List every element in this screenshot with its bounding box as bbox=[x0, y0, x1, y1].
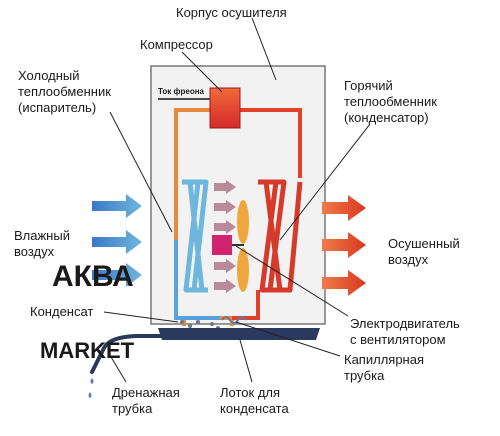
label-tray-1: Лоток для bbox=[220, 385, 280, 400]
fan-blade-top bbox=[237, 200, 249, 244]
label-hot-hx-1: Горячий bbox=[344, 78, 393, 93]
drain-drop-1 bbox=[90, 378, 94, 384]
label-cold-hx-2: теплообменник bbox=[18, 84, 111, 99]
condenser-coil bbox=[258, 179, 303, 293]
label-tray-2: конденсата bbox=[220, 401, 289, 416]
label-cold-hx-1: Холодный bbox=[18, 68, 80, 83]
leader-lines bbox=[103, 17, 371, 383]
humid-air-arrows bbox=[92, 194, 142, 287]
capillary-tube bbox=[221, 316, 247, 324]
label-dry-air-2: воздух bbox=[388, 252, 429, 267]
watermark-akva: АКВА bbox=[52, 260, 134, 293]
motor-block bbox=[212, 235, 232, 255]
label-humid-air-2: воздух bbox=[14, 244, 55, 259]
drain-tube bbox=[90, 334, 164, 374]
internal-airflow-arrows bbox=[214, 180, 236, 293]
label-capillary-2: трубка bbox=[344, 368, 385, 383]
label-drain-1: Дренажная bbox=[112, 385, 180, 400]
label-drain-2: трубка bbox=[112, 401, 153, 416]
refrigerant-pipe-cold-lower bbox=[174, 240, 220, 320]
evaporator-coil bbox=[182, 179, 209, 293]
label-motor-fan-1: Электродвигатель bbox=[350, 316, 460, 331]
label-humid-air-1: Влажный bbox=[14, 228, 70, 243]
freon-flow-label: Ток фреона bbox=[158, 87, 205, 96]
watermark-market: MARKET bbox=[40, 338, 135, 363]
label-capillary-1: Капиллярная bbox=[344, 352, 424, 367]
label-hot-hx-2: теплообменник bbox=[344, 94, 437, 109]
label-cold-hx-3: (испаритель) bbox=[18, 100, 96, 115]
dry-air-arrows bbox=[322, 195, 366, 296]
fan-blade-bottom bbox=[237, 248, 249, 292]
condensate-tray bbox=[158, 328, 320, 340]
label-motor-fan-2: с вентилятором bbox=[350, 332, 446, 347]
compressor-block bbox=[209, 87, 241, 129]
label-condensate: Конденсат bbox=[30, 304, 93, 319]
label-hot-hx-3: (конденсатор) bbox=[344, 110, 429, 125]
label-housing: Корпус осушителя bbox=[176, 5, 287, 20]
drain-drop-2 bbox=[88, 392, 92, 398]
label-compressor: Компрессор bbox=[140, 37, 213, 52]
label-dry-air-1: Осушенный bbox=[388, 236, 460, 251]
